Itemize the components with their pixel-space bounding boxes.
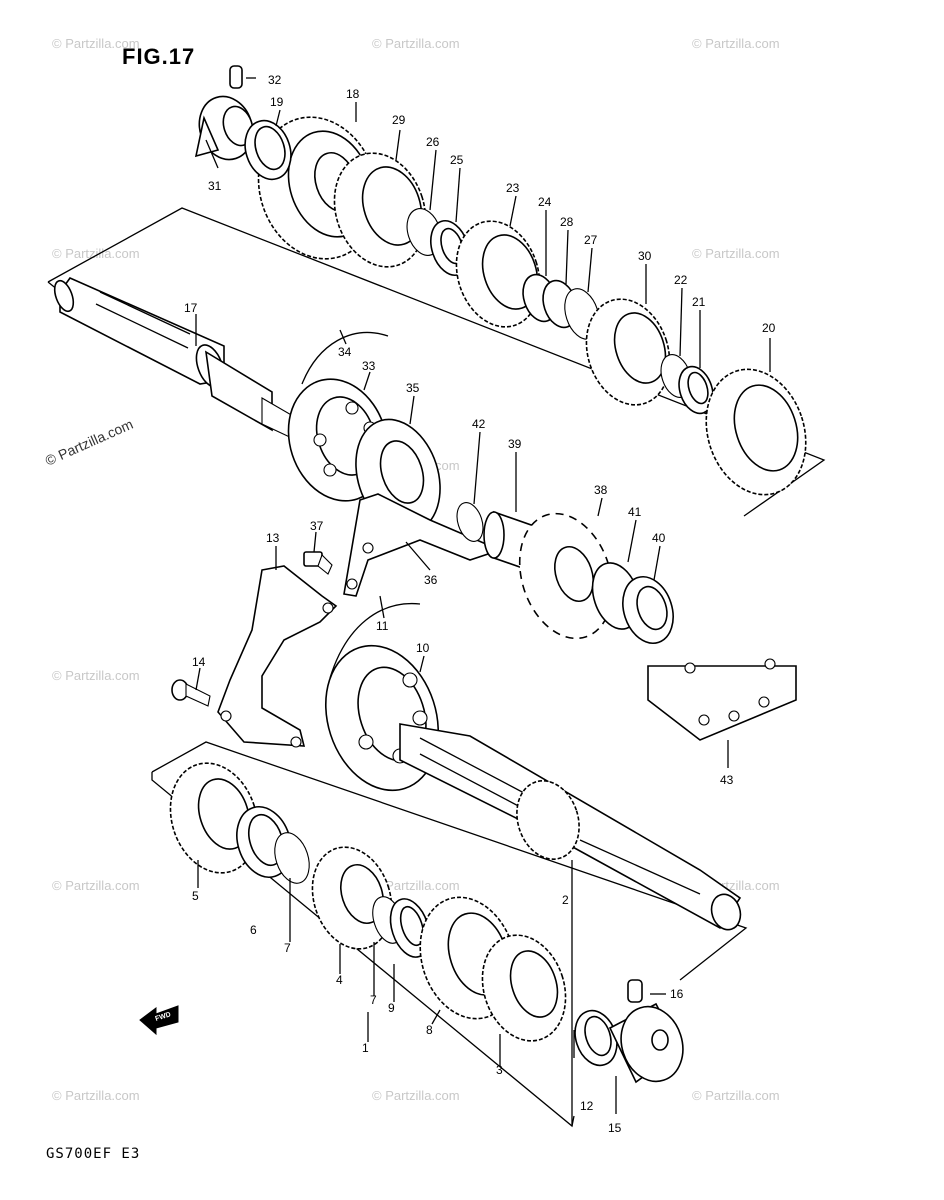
callout-label: 24 [538,195,552,209]
callout-label: 33 [362,359,376,373]
driveshaft-gear [481,934,567,1042]
watermark: © Partzilla.com [52,668,140,683]
watermark: © Partzilla.com [52,246,140,261]
countershaft [53,277,301,441]
callout-label: 29 [392,113,406,127]
watermark: © Partzilla.com [52,878,140,893]
callout-label: 25 [450,153,464,167]
watermark: © Partzilla.com [372,36,460,51]
watermark: © Partzilla.com [692,36,780,51]
circlip [301,331,389,385]
callout-label: 11 [376,619,389,633]
callout-label: 40 [652,531,666,545]
callout-label: 27 [584,233,598,247]
callout-label: 19 [270,95,284,109]
watermark: © Partzilla.com [692,1088,780,1103]
retainer-bolt [303,551,333,575]
callout-label: 1 [362,1041,369,1055]
washer [574,1009,618,1067]
callout-label: 20 [762,321,776,335]
callout-label: 34 [338,345,352,359]
callout-labels: 1 2 3 4 5 6 7 7 8 9 10 11 12 13 14 15 16… [184,73,776,1135]
model-code: GS700EF E3 [46,1146,141,1162]
callout-label: 17 [184,301,198,315]
callout-label: 9 [388,1001,395,1015]
sprocket-nut [622,576,674,644]
drive-chain [647,658,797,741]
engine-sprocket [518,512,614,640]
callout-label: 7 [370,993,377,1007]
callout-label: 7 [284,941,291,955]
callout-label: 22 [674,273,688,287]
driveshaft-group-outline [151,741,748,1128]
callout-label: 39 [508,437,522,451]
callout-label: 37 [310,519,324,533]
countershaft-gear [705,368,807,496]
gear-position-retainer [217,565,338,747]
bearing-retainer [343,493,503,597]
callout-label: 32 [268,73,282,87]
callout-label: 26 [426,135,440,149]
watermark: © Partzilla.com [372,878,460,893]
callout-label: 2 [562,893,569,907]
figure-title: FIG.17 [122,44,196,69]
circlip [274,832,310,884]
driveshaft-gear [516,780,580,860]
countershaft-gear [585,298,671,406]
callout-label: 28 [560,215,574,229]
callout-label: 12 [580,1099,594,1113]
callout-label: 23 [506,181,520,195]
callout-label: 18 [346,87,360,101]
watermark: © Partzilla.com [372,1088,460,1103]
watermark-side: © Partzilla.com [43,416,136,469]
callout-label: 36 [424,573,438,587]
callout-label: 42 [472,417,486,431]
callout-label: 21 [692,295,706,309]
driveshaft-cap [608,1002,684,1084]
forward-arrow-icon: FWD [139,1005,179,1036]
callout-label: 6 [250,923,257,937]
callout-label: 38 [594,483,608,497]
washer [678,365,714,415]
callout-label: 41 [628,505,642,519]
dowel-pin [229,65,243,89]
callout-label: 43 [720,773,734,787]
fwd-label: FWD [154,1011,171,1023]
callout-label: 5 [192,889,199,903]
callout-label: 13 [266,531,280,545]
o-ring [456,502,484,542]
bearing [324,644,440,792]
dowel-pin [627,979,643,1003]
shift-drum-cap [194,95,254,161]
retainer-screw [171,679,211,707]
callout-label: 14 [192,655,206,669]
callout-label: 35 [406,381,420,395]
watermark: © Partzilla.com [52,1088,140,1103]
callout-label: 30 [638,249,652,263]
callout-label: 10 [416,641,430,655]
washer [244,119,292,181]
callout-label: 3 [496,1063,503,1077]
circlip [329,602,421,679]
leader-lines [195,77,771,1114]
watermark: © Partzilla.com [692,246,780,261]
callout-label: 16 [670,987,684,1001]
callout-label: 31 [208,179,222,193]
callout-label: 15 [608,1121,622,1135]
watermark: © Partzilla.com [52,36,140,51]
callout-label: 4 [336,973,343,987]
callout-label: 8 [426,1023,433,1037]
